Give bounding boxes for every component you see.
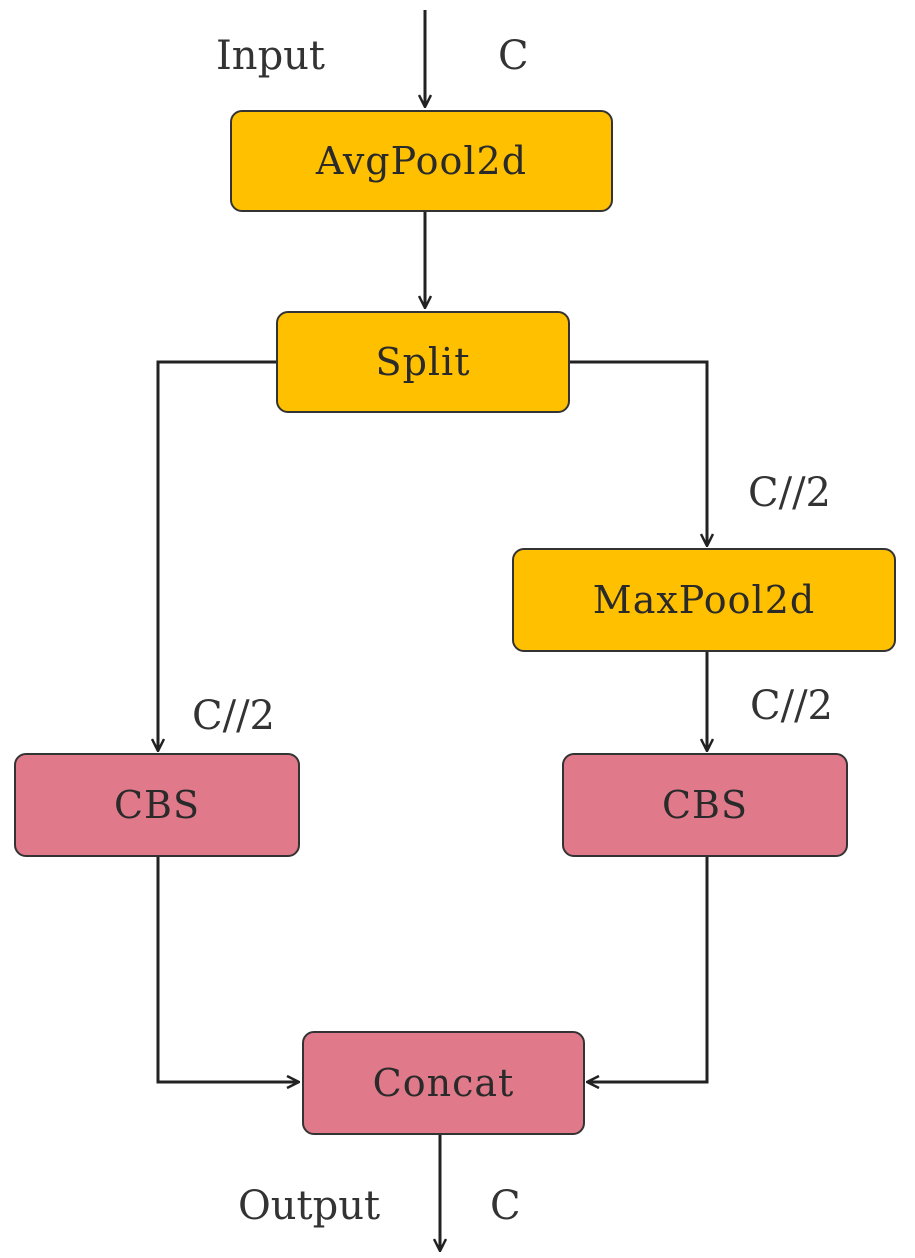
split-to-maxpool-arrow [570,360,707,545]
split-to-cbs-left-arrow [158,360,276,750]
split-to-cbs-left-channels-label: C//2 [192,693,276,739]
maxpool-to-cbs-right-channels-label: C//2 [750,683,834,729]
output-channels-label: C [490,1183,521,1229]
cbs-left-block: CBS [14,753,300,857]
cbs-right-block: CBS [562,753,848,857]
maxpool-block: MaxPool2d [512,548,896,652]
concat-block: Concat [302,1031,585,1135]
cbs-left-to-concat-arrow [156,857,298,1082]
avgpool-block: AvgPool2d [230,110,613,212]
cbs-right-to-concat-arrow [588,857,709,1082]
input-label: Input [216,33,326,79]
input-channels-label: C [498,33,529,79]
split-to-maxpool-channels-label: C//2 [748,470,832,516]
split-block: Split [276,311,570,413]
output-label: Output [238,1183,381,1229]
